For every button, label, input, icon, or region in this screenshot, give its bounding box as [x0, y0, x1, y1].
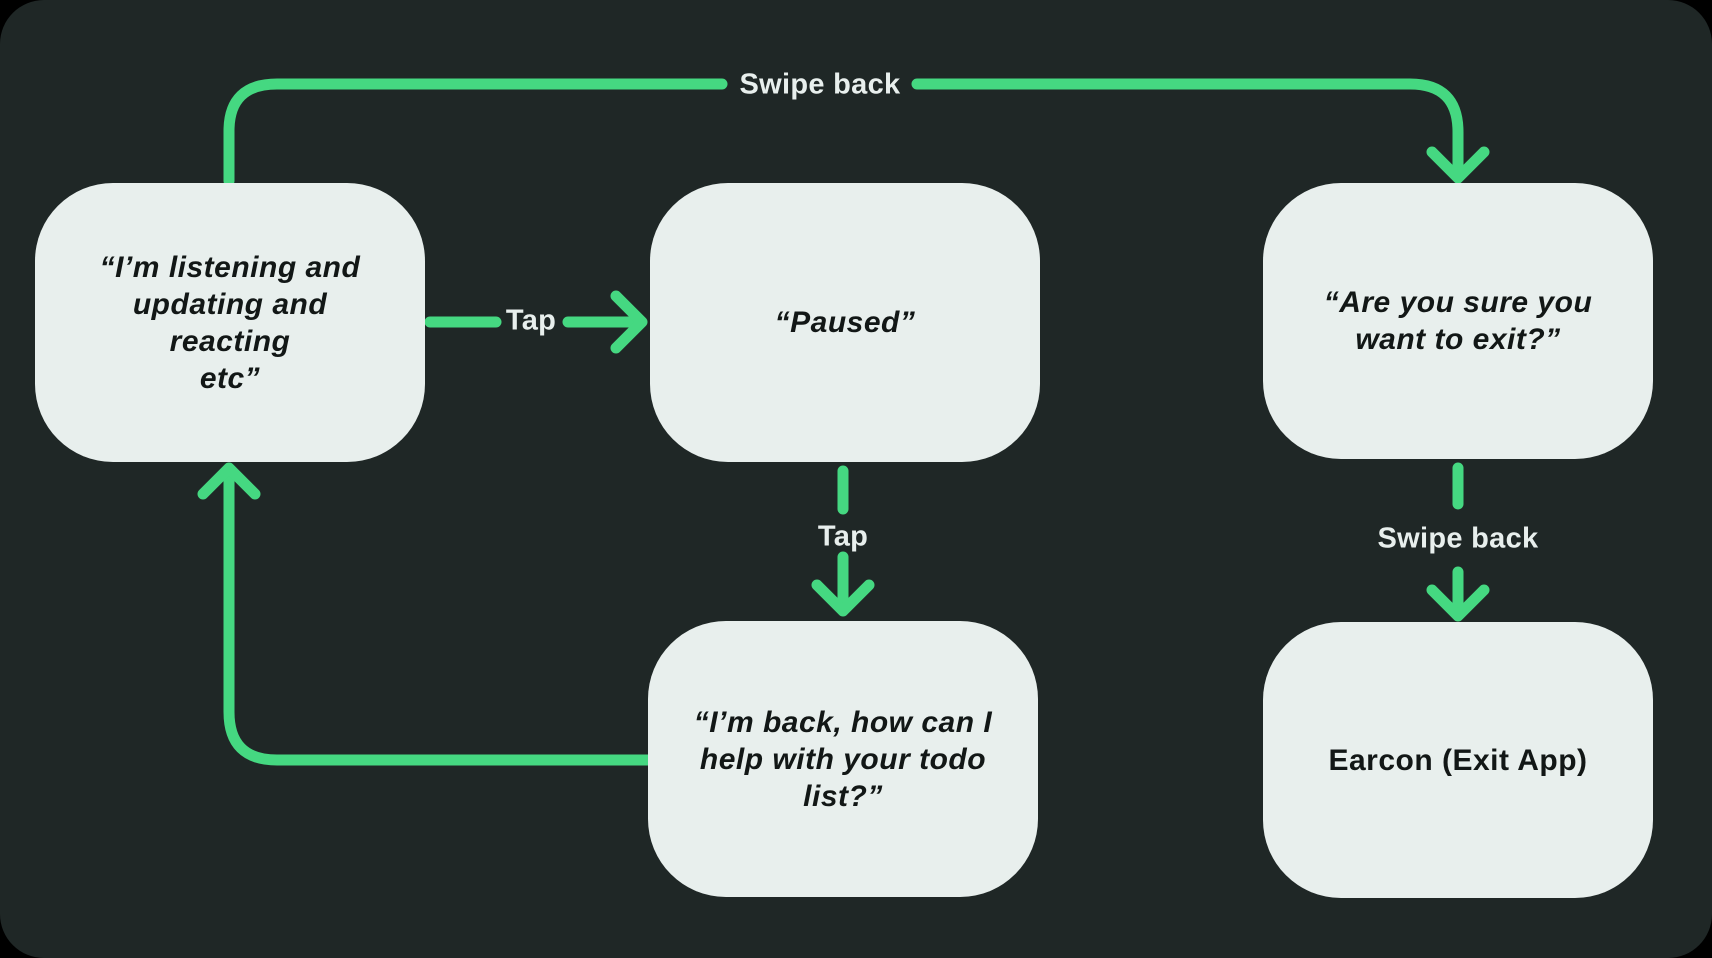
edge-label-swipe-back-vertical: Swipe back: [1377, 522, 1539, 555]
connector-line: [223, 468, 654, 766]
edge-label-swipe-back-top: Swipe back: [739, 68, 901, 101]
node-exit-confirm: “Are you sure you want to exit?”: [1263, 183, 1653, 459]
arrow-down-icon: [1426, 584, 1490, 622]
edge-label-tap-vertical: Tap: [817, 520, 869, 553]
node-listening: “I’m listening and updating and reacting…: [35, 183, 425, 462]
node-listening-text: “I’m listening and updating and reacting…: [99, 250, 361, 395]
edge-label-tap-horizontal: Tap: [505, 304, 557, 337]
node-paused-text: “Paused”: [774, 306, 916, 339]
arrow-up-icon: [197, 462, 261, 500]
node-earcon-exit-text: Earcon (Exit App): [1328, 743, 1588, 777]
node-paused: “Paused”: [650, 183, 1040, 462]
arrow-down-icon: [811, 579, 875, 617]
connector-line: [223, 78, 728, 187]
node-back-help: “I’m back, how can I help with your todo…: [648, 621, 1038, 897]
connector-line: [911, 78, 1464, 178]
arrow-right-icon: [610, 290, 648, 354]
node-back-help-text: “I’m back, how can I help with your todo…: [693, 705, 993, 813]
node-exit-confirm-text: “Are you sure you want to exit?”: [1323, 286, 1593, 356]
edge-return-loop: [197, 462, 654, 766]
arrow-down-icon: [1426, 146, 1490, 184]
node-earcon-exit: Earcon (Exit App): [1263, 622, 1653, 898]
